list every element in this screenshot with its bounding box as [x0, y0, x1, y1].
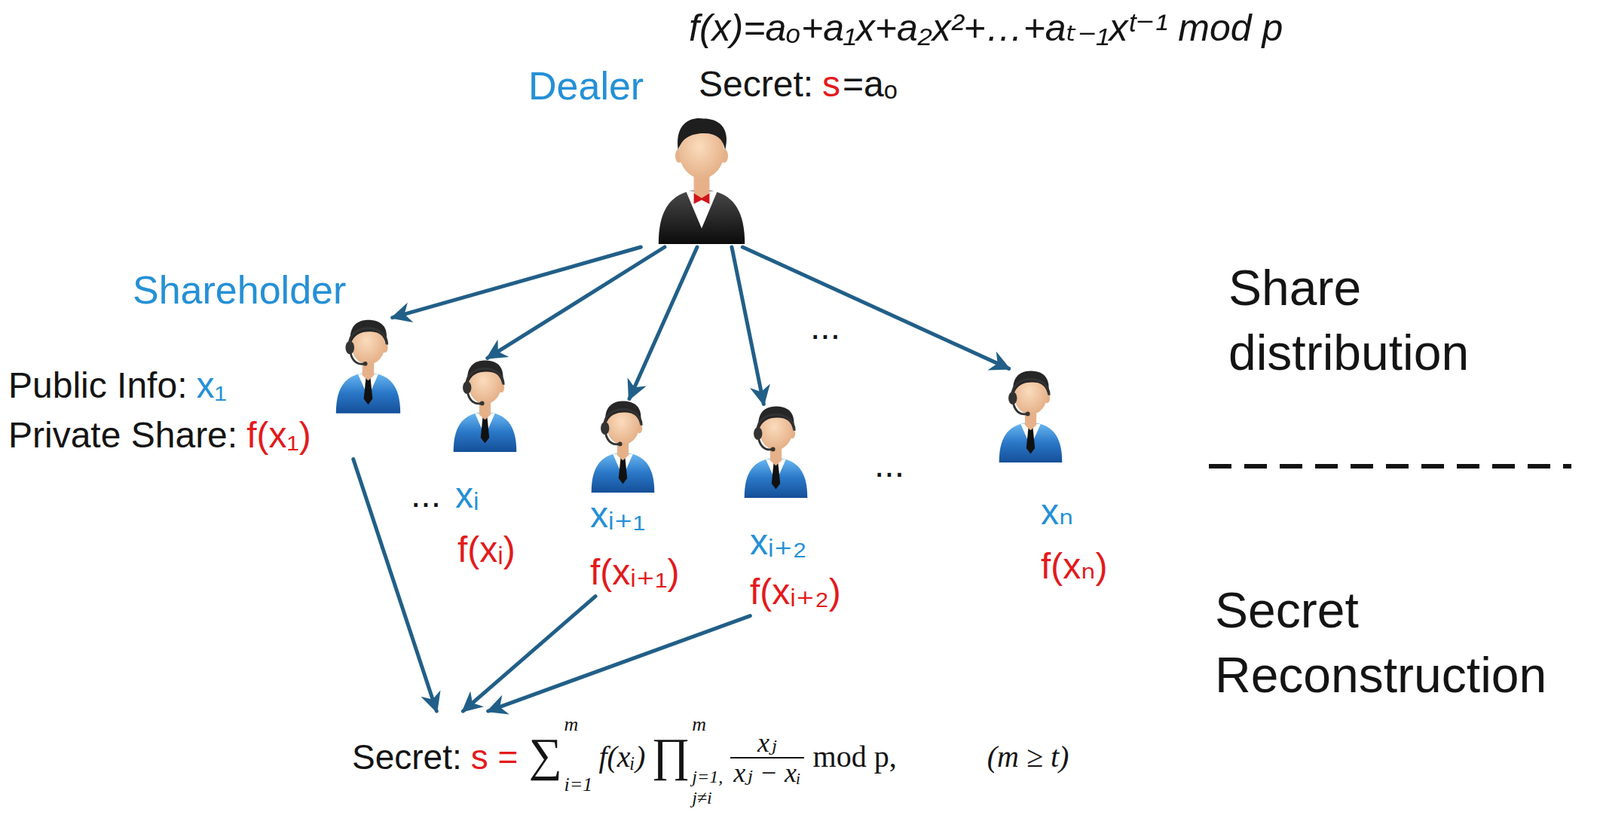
shareholder-icon — [453, 360, 518, 453]
denominator: xⱼ − xᵢ — [733, 759, 801, 787]
product-symbol: ∏ — [651, 728, 690, 783]
shareholder-icon — [591, 400, 655, 493]
flow-arrow — [488, 616, 751, 712]
shareholder-node: xₙ f(xₙ) — [999, 370, 1108, 588]
dealer-node: Dealer — [528, 64, 745, 245]
upper-limit: m — [691, 713, 707, 737]
shareholder-icon — [999, 370, 1063, 463]
secret-symbol: s = — [471, 737, 519, 778]
condition: (m ≥ t) — [987, 740, 1070, 775]
private-share: f(x₁) — [246, 414, 312, 456]
ellipsis: ... — [410, 474, 441, 516]
lower-limit: i=1 — [564, 773, 594, 797]
secret-label: Secret: — [698, 63, 814, 105]
public-value: xₙ — [1040, 491, 1074, 533]
public-value: xᵢ₊₂ — [749, 521, 808, 563]
polynomial-formula: f(x)=aₒ+a₁x+a₂x²+…+aₜ₋₁xᵗ⁻¹ mod p — [688, 6, 1283, 51]
shareholder-node: xᵢ₊₁ f(xᵢ₊₁) — [590, 400, 680, 594]
private-share: f(xₙ) — [1040, 545, 1108, 588]
phase-divider — [1208, 464, 1572, 469]
modulus: mod p, — [813, 740, 897, 775]
phase-label: Secret Reconstruction — [1214, 578, 1592, 709]
info-label: Private Share: — [8, 414, 238, 456]
public-value: x₁ — [195, 364, 227, 407]
secret-symbol: s — [822, 63, 841, 105]
sum-symbol: ∑ — [528, 728, 562, 783]
role-label: Dealer — [528, 64, 644, 110]
flow-arrow — [392, 247, 642, 319]
shareholder-icon — [591, 400, 655, 493]
private-share: f(xᵢ₊₂) — [749, 571, 842, 613]
upper-limit: m — [564, 713, 579, 737]
shareholder-icon — [999, 370, 1063, 463]
private-share: f(xᵢ) — [457, 529, 516, 571]
ellipsis: ... — [874, 443, 905, 486]
shareholder-icon — [744, 406, 808, 499]
dealer-icon — [658, 118, 745, 245]
formula-label: Secret: — [351, 737, 462, 778]
info-label: Public Info: — [8, 364, 187, 407]
shareholder-node: xᵢ f(xᵢ) — [453, 360, 518, 571]
public-value: xᵢ — [455, 474, 480, 517]
flow-arrow — [462, 596, 596, 712]
shareholder-icon — [744, 406, 808, 499]
reconstruction-formula: Secret:s =∑mi=1f(xᵢ)∏mj=1,j≠ixⱼxⱼ − xᵢmo… — [351, 713, 1069, 810]
role-label: Shareholder — [132, 268, 346, 314]
public-value: xᵢ₊₁ — [590, 494, 646, 536]
flow-arrow — [731, 247, 764, 404]
flow-arrow — [629, 247, 698, 399]
secret-value: =aₒ — [842, 63, 898, 105]
shareholder-node: Public Info:x₁ Private Share:f(x₁) — [8, 320, 401, 457]
shareholder-icon — [336, 320, 401, 414]
shareholder-icon — [453, 360, 518, 453]
dealer-icon — [658, 118, 745, 245]
lower-limit: j≠i — [691, 788, 713, 810]
numerator: xⱼ — [757, 729, 778, 757]
ellipsis: ... — [810, 305, 841, 348]
flow-arrow — [742, 247, 1009, 369]
shareholder-node: xᵢ₊₂ f(xᵢ₊₂) — [744, 406, 842, 613]
lower-limit: j=1, — [691, 767, 723, 789]
private-share: f(xᵢ₊₁) — [590, 551, 680, 594]
phase-label: Share distribution — [1228, 256, 1561, 386]
formula-term: f(xᵢ) — [598, 740, 646, 775]
shareholder-icon — [336, 320, 401, 414]
fraction-bar — [730, 757, 804, 759]
flow-arrow — [487, 247, 665, 358]
